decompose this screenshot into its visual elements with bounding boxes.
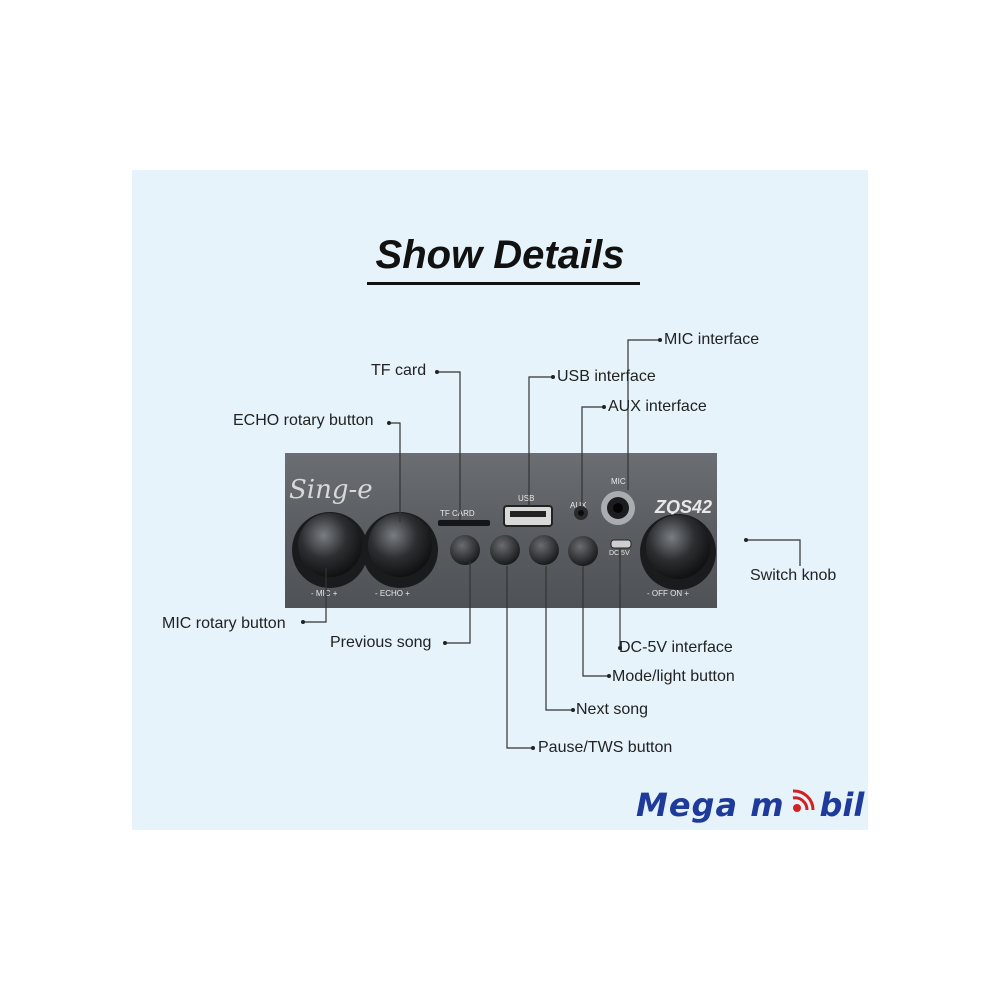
mic-knob-label: - MIC + xyxy=(311,589,338,598)
callout-mic-rotary: MIC rotary button xyxy=(162,615,286,632)
callout-next-song: Next song xyxy=(576,701,649,718)
echo-knob[interactable] xyxy=(362,512,438,588)
previous-song-button[interactable] xyxy=(450,535,480,565)
aux-label: AUX xyxy=(570,501,587,510)
usb-port[interactable] xyxy=(503,505,553,527)
callout-switch-knob: Switch knob xyxy=(750,567,837,584)
mic-knob[interactable] xyxy=(292,512,368,588)
brand-logo: Sing-e xyxy=(289,475,373,505)
mic-jack[interactable] xyxy=(601,491,635,525)
callout-tf-card: TF card xyxy=(371,362,427,379)
logo-suffix: bil xyxy=(819,786,865,824)
callout-aux-interface: AUX interface xyxy=(608,398,707,415)
page-title: Show Details xyxy=(375,233,625,277)
logo-text: Mega m xyxy=(636,786,785,824)
tf-card-slot[interactable] xyxy=(438,520,490,526)
callout-previous-song: Previous song xyxy=(330,634,432,651)
usb-label: USB xyxy=(518,494,535,503)
switch-knob[interactable] xyxy=(640,514,716,590)
model-label: ZQS42 xyxy=(655,497,713,517)
dc-label: DC 5V xyxy=(609,550,630,557)
switch-knob-label: - OFF ON + xyxy=(647,589,689,598)
next-song-button[interactable] xyxy=(529,535,559,565)
callout-dc-interface: DC-5V interface xyxy=(619,639,733,656)
dc-port[interactable] xyxy=(610,539,632,549)
echo-knob-label: - ECHO + xyxy=(375,589,410,598)
callout-echo-rotary: ECHO rotary button xyxy=(233,412,374,429)
aux-jack[interactable] xyxy=(574,506,588,520)
device-panel: Sing-e ZQS42 - MIC + - ECHO + TF CARD US… xyxy=(285,453,717,608)
callout-mic-interface: MIC interface xyxy=(664,331,760,348)
callout-mode-light: Mode/light button xyxy=(612,668,735,685)
title-underline xyxy=(367,282,640,285)
pause-tws-button[interactable] xyxy=(490,535,520,565)
callout-pause-tws: Pause/TWS button xyxy=(538,739,673,756)
megamobil-logo: Mega m bil xyxy=(636,786,864,826)
mode-light-button[interactable] xyxy=(568,536,598,566)
tf-card-label: TF CARD xyxy=(440,509,475,518)
callout-usb-interface: USB interface xyxy=(557,368,656,385)
mic-jack-label: MIC xyxy=(611,477,626,486)
wifi-o-icon xyxy=(792,789,815,812)
